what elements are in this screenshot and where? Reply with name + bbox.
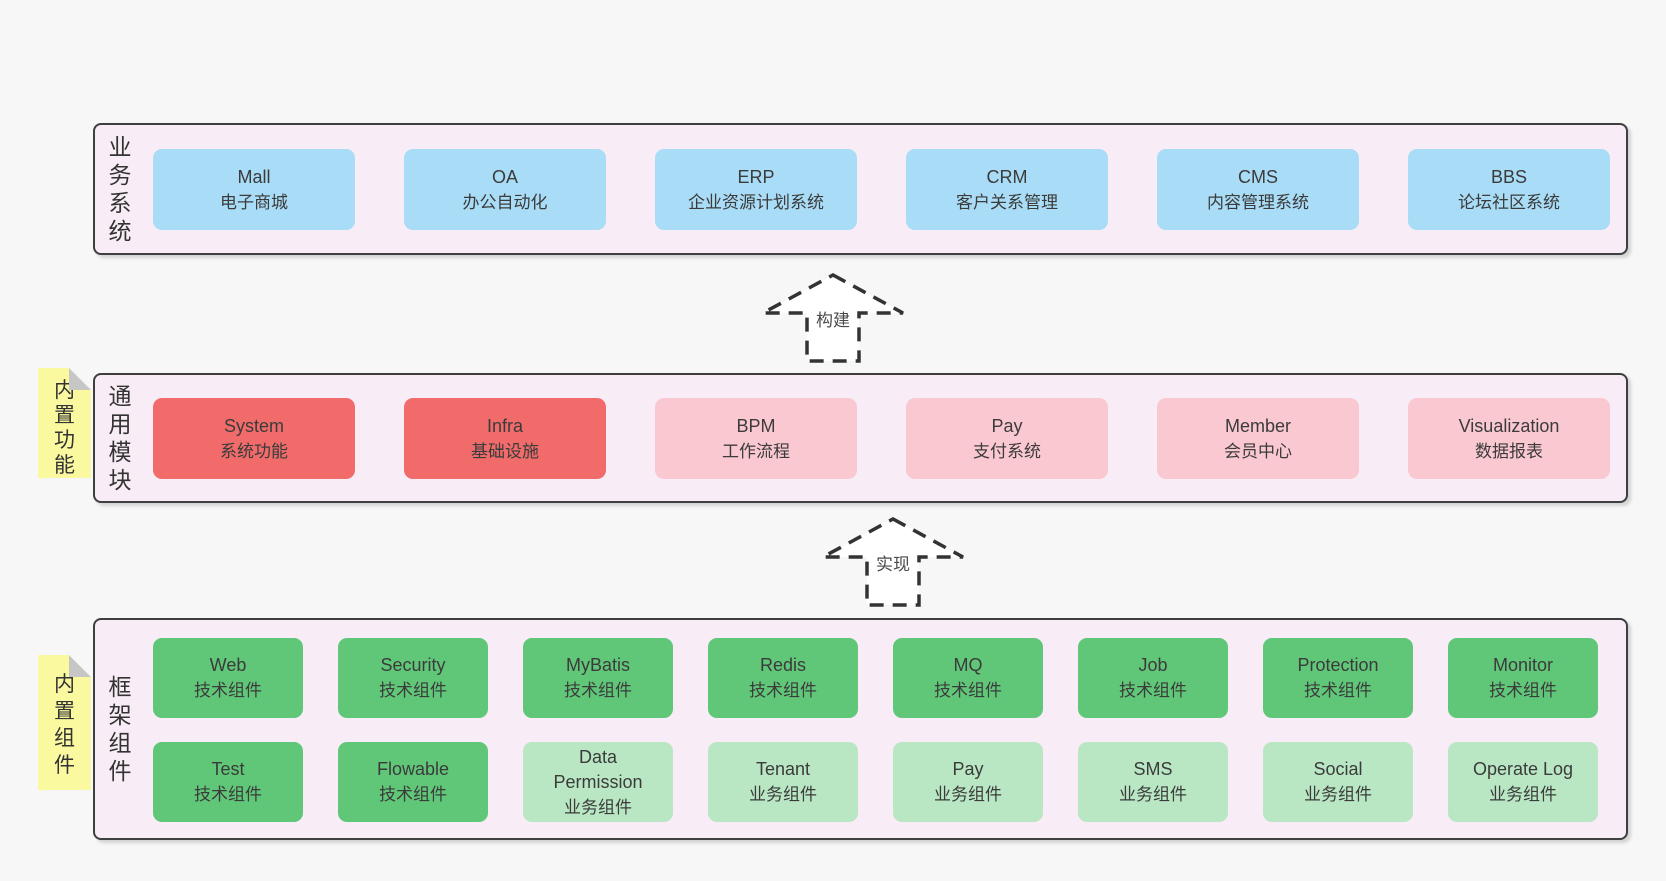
box-oa: OA 办公自动化 [404, 149, 606, 230]
box-subtitle: 技术组件 [194, 785, 262, 804]
box-subtitle: 技术组件 [1119, 681, 1187, 700]
box-title: Visualization [1458, 415, 1560, 436]
box-subtitle: 业务组件 [749, 785, 817, 804]
box-subtitle: 基础设施 [471, 441, 539, 461]
box-security: Security 技术组件 [338, 638, 488, 718]
box-subtitle: 客户关系管理 [956, 192, 1058, 212]
box-subtitle: 技术组件 [564, 681, 632, 700]
box-pay-biz: Pay 业务组件 [893, 742, 1043, 822]
box-subtitle: 系统功能 [220, 441, 288, 461]
box-system: System 系统功能 [153, 398, 355, 479]
box-title: CMS [1238, 166, 1278, 187]
framework-components-layer: 框架组件 Web 技术组件 Security 技术组件 MyBatis 技术组件… [93, 618, 1628, 840]
layer-title-modules: 通用模块 [108, 383, 132, 493]
box-title: MyBatis [565, 655, 630, 675]
box-title: Web [209, 655, 247, 675]
box-test: Test 技术组件 [153, 742, 303, 822]
box-title: CRM [986, 166, 1028, 187]
box-pay: Pay 支付系统 [906, 398, 1108, 479]
box-bbs: BBS 论坛社区系统 [1408, 149, 1610, 230]
box-subtitle: 内容管理系统 [1207, 192, 1309, 212]
box-subtitle: 技术组件 [934, 681, 1002, 700]
box-subtitle: 业务组件 [934, 785, 1002, 804]
layer-title-business: 业务系统 [108, 134, 132, 244]
sticky-tag-label: 内置组件 [54, 673, 75, 777]
box-bpm: BPM 工作流程 [655, 398, 857, 479]
box-erp: ERP 企业资源计划系统 [655, 149, 857, 230]
box-mybatis: MyBatis 技术组件 [523, 638, 673, 718]
box-member: Member 会员中心 [1157, 398, 1359, 479]
box-subtitle: 办公自动化 [462, 192, 548, 212]
box-title: MQ [953, 655, 983, 675]
box-monitor: Monitor 技术组件 [1448, 638, 1598, 718]
box-operate-log: Operate Log 业务组件 [1448, 742, 1598, 822]
box-title: Pay [991, 415, 1023, 436]
business-systems-layer: 业务系统 Mall 电子商城 OA 办公自动化 ERP 企业资源计划系统 CRM… [93, 123, 1628, 255]
box-title: SMS [1133, 759, 1173, 779]
box-redis: Redis 技术组件 [708, 638, 858, 718]
box-infra: Infra 基础设施 [404, 398, 606, 479]
box-subtitle: 电子商城 [220, 192, 288, 212]
box-subtitle: 业务组件 [564, 797, 632, 817]
box-title: Pay [952, 759, 984, 779]
box-title: Social [1313, 759, 1363, 779]
box-subtitle: 支付系统 [973, 441, 1041, 461]
implement-arrow-label: 实现 [873, 550, 913, 575]
box-data-permission: Data Permission 业务组件 [523, 742, 673, 822]
box-subtitle: 技术组件 [194, 681, 262, 700]
box-subtitle: 会员中心 [1224, 441, 1292, 461]
sticky-tag-built-in-components: 内置组件 [38, 655, 91, 790]
common-modules-layer: 通用模块 System 系统功能 Infra 基础设施 BPM 工作流程 Pay… [93, 373, 1628, 503]
box-protection: Protection 技术组件 [1263, 638, 1413, 718]
box-title: Job [1138, 655, 1168, 675]
box-title: Member [1224, 415, 1291, 436]
box-title: Flowable [376, 759, 450, 779]
box-title: Operate Log [1472, 759, 1574, 779]
box-job: Job 技术组件 [1078, 638, 1228, 718]
box-flowable: Flowable 技术组件 [338, 742, 488, 822]
box-subtitle: 技术组件 [1489, 681, 1557, 700]
sticky-tag-built-in-features: 内置功能 [38, 368, 91, 478]
box-subtitle: 业务组件 [1489, 785, 1557, 804]
box-cms: CMS 内容管理系统 [1157, 149, 1359, 230]
box-subtitle: 技术组件 [1304, 681, 1372, 700]
build-arrow-label: 构建 [813, 306, 853, 331]
layer-title-components: 框架组件 [108, 674, 132, 784]
box-title: Security [380, 655, 446, 675]
folded-corner-icon [69, 655, 91, 677]
folded-corner-icon [69, 368, 91, 390]
box-title: Tenant [755, 759, 811, 779]
box-visualization: Visualization 数据报表 [1408, 398, 1610, 479]
build-arrow: 构建 [760, 272, 906, 364]
box-subtitle: 技术组件 [749, 681, 817, 700]
box-subtitle: 数据报表 [1475, 441, 1543, 461]
implement-arrow: 实现 [820, 516, 966, 608]
box-title: Infra [486, 415, 524, 436]
box-subtitle: 工作流程 [722, 441, 790, 461]
box-title: OA [491, 166, 518, 187]
box-crm: CRM 客户关系管理 [906, 149, 1108, 230]
box-title: BBS [1490, 166, 1528, 187]
box-tenant: Tenant 业务组件 [708, 742, 858, 822]
box-mq: MQ 技术组件 [893, 638, 1043, 718]
box-title: Monitor [1492, 655, 1554, 675]
box-subtitle: 论坛社区系统 [1458, 192, 1560, 212]
box-title: ERP [737, 166, 775, 187]
box-title: Redis [759, 655, 807, 675]
box-subtitle: 技术组件 [379, 785, 447, 804]
box-title: Mall [237, 166, 271, 187]
box-sms: SMS 业务组件 [1078, 742, 1228, 822]
box-subtitle: 业务组件 [1304, 785, 1372, 804]
box-social: Social 业务组件 [1263, 742, 1413, 822]
box-web: Web 技术组件 [153, 638, 303, 718]
box-subtitle: 企业资源计划系统 [688, 192, 824, 212]
box-title: System [223, 415, 284, 436]
box-title: Data Permission [553, 746, 643, 792]
box-title: Test [211, 759, 245, 779]
box-subtitle: 业务组件 [1119, 785, 1187, 804]
box-title: Protection [1297, 655, 1379, 675]
box-subtitle: 技术组件 [379, 681, 447, 700]
box-mall: Mall 电子商城 [153, 149, 355, 230]
box-title: BPM [736, 415, 776, 436]
